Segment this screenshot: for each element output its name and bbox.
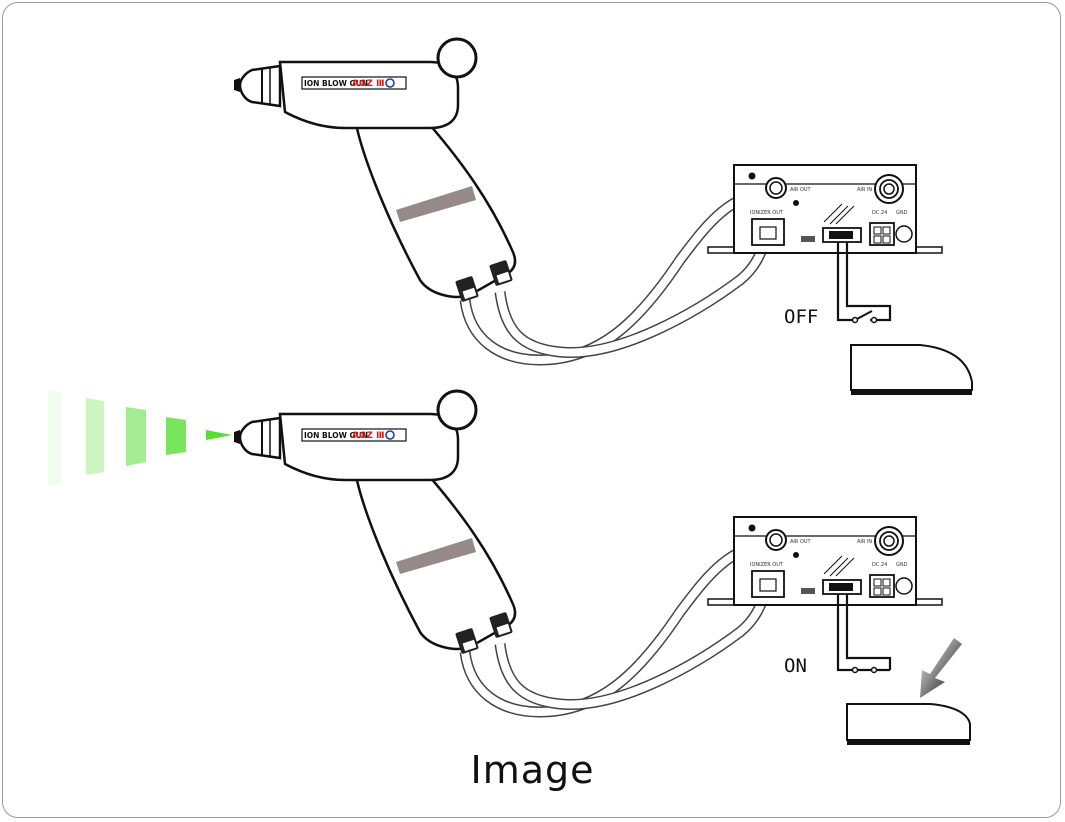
foot-pedal	[850, 344, 973, 396]
air-in-label: AIR IN	[857, 539, 872, 545]
gun-model: AGZ Ⅲ	[352, 79, 385, 89]
press-arrow-icon	[920, 638, 962, 698]
gun-label: ION BLOW GUN	[304, 431, 368, 440]
foot-pedal	[846, 703, 971, 745]
gnd-label: GND	[896, 562, 908, 568]
air-out-label: AIR OUT	[790, 187, 812, 193]
air-out-label: AIR OUT	[790, 539, 812, 545]
air-in-label: AIR IN	[857, 187, 872, 193]
switch-state-label: ON	[784, 655, 807, 677]
gnd-label: GND	[896, 210, 908, 216]
air-beam-tip	[206, 430, 232, 440]
panel-off: ION BLOW GUN AGZ Ⅲ AIR OUT AIR IN IONIZE…	[234, 39, 973, 396]
ionizer-out-label: IONIZER OUT	[750, 562, 784, 568]
panel-on: ION BLOW GUN AGZ Ⅲ AIR OUT AIR IN IONIZE…	[234, 391, 971, 745]
dc24-label: DC 24	[872, 562, 887, 568]
ionizer-out-label: IONIZER OUT	[750, 210, 784, 216]
controller-box	[707, 516, 943, 606]
switch-state-label: OFF	[784, 306, 818, 328]
dc24-label: DC 24	[872, 210, 887, 216]
switch-wiring	[836, 242, 892, 322]
gun-model: AGZ Ⅲ	[352, 431, 385, 441]
controller-box	[707, 164, 943, 254]
air-beam	[48, 390, 232, 486]
diagram-caption: Image	[470, 748, 595, 792]
gun-label: ION BLOW GUN	[304, 79, 368, 88]
